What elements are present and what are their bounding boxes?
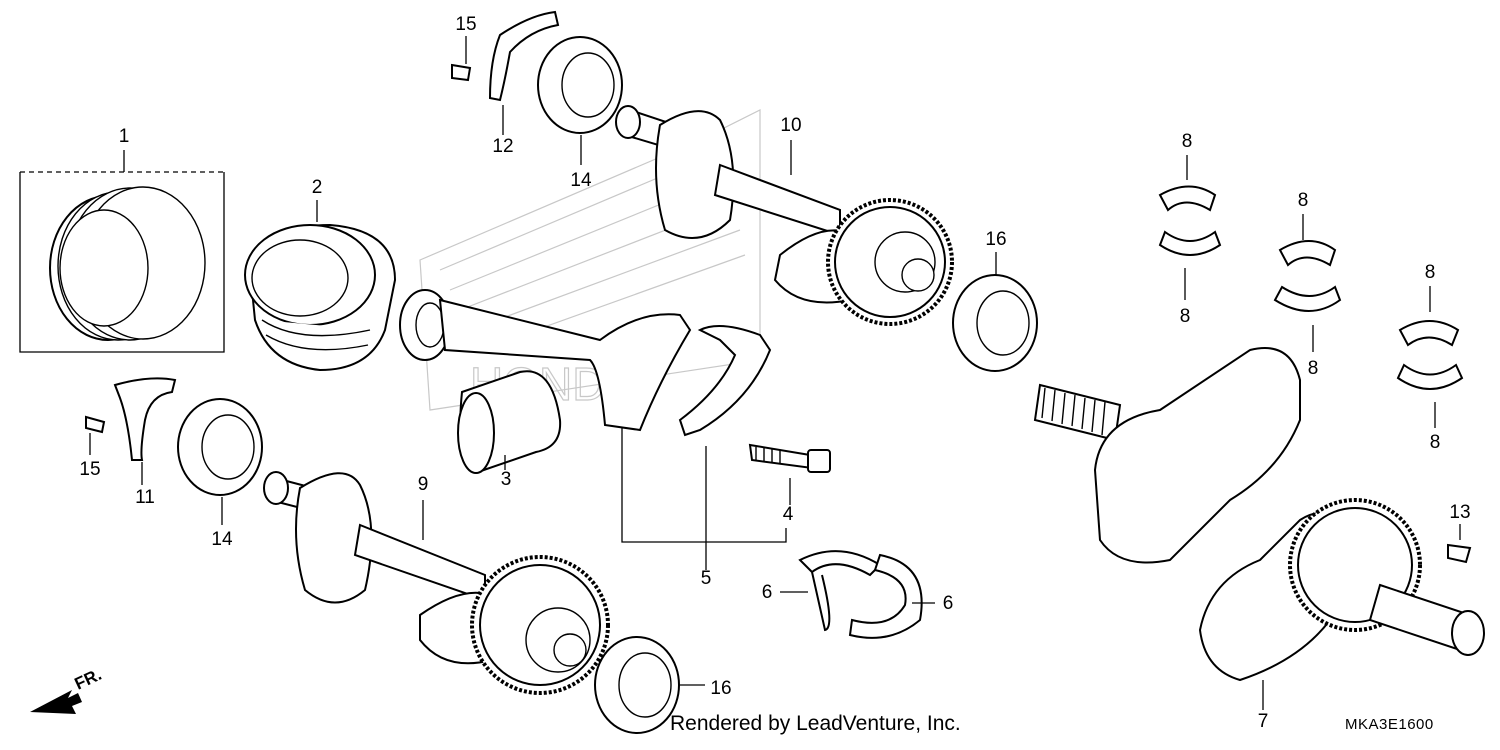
callout-16-bearing-upper-right[interactable]: 16 bbox=[985, 229, 1006, 250]
callout-6-rod-bearing-left[interactable]: 6 bbox=[762, 582, 773, 603]
callout-11-holder-plate-lower[interactable]: 11 bbox=[135, 487, 155, 508]
main-bearing-set-a[interactable] bbox=[1158, 155, 1222, 300]
callout-2-piston[interactable]: 2 bbox=[312, 177, 323, 198]
ball-bearing-upper[interactable] bbox=[537, 36, 623, 165]
callout-15-bolt-upper[interactable]: 15 bbox=[455, 14, 476, 35]
piston-ring-set[interactable] bbox=[19, 150, 225, 353]
holder-plate-upper[interactable] bbox=[488, 10, 560, 135]
front-direction-arrow-icon: FR. bbox=[30, 665, 105, 714]
rod-bolt[interactable] bbox=[748, 443, 831, 505]
callout-8-main-bearing-a-top[interactable]: 8 bbox=[1182, 131, 1193, 152]
callout-14-bearing-upper[interactable]: 14 bbox=[570, 170, 592, 191]
connecting-rod[interactable] bbox=[399, 289, 787, 570]
callout-8-main-bearing-a-bottom[interactable]: 8 bbox=[1180, 306, 1191, 327]
callout-9-balancer-shaft-lower[interactable]: 9 bbox=[418, 474, 429, 495]
callout-8-main-bearing-c-bottom[interactable]: 8 bbox=[1430, 432, 1441, 453]
callout-8-main-bearing-b-top[interactable]: 8 bbox=[1298, 190, 1309, 211]
callout-8-main-bearing-c-top[interactable]: 8 bbox=[1425, 262, 1436, 283]
crankshaft[interactable] bbox=[1033, 347, 1485, 710]
callout-15-bolt-lower[interactable]: 15 bbox=[79, 459, 100, 480]
front-direction-label: FR. bbox=[72, 665, 105, 694]
callout-1-piston-ring-set[interactable]: 1 bbox=[119, 126, 130, 147]
diagram-code: MKA3E1600 bbox=[1345, 716, 1434, 733]
callout-3-piston-pin[interactable]: 3 bbox=[501, 469, 512, 490]
callout-5-connecting-rod[interactable]: 5 bbox=[701, 568, 712, 589]
roller-bearing-upper-right[interactable] bbox=[952, 252, 1038, 372]
bolt-lower[interactable] bbox=[85, 415, 106, 455]
holder-plate-lower[interactable] bbox=[113, 377, 177, 485]
piston-pin[interactable] bbox=[457, 370, 562, 474]
callout-4-rod-bolt[interactable]: 4 bbox=[783, 504, 794, 525]
callout-13-woodruff-key[interactable]: 13 bbox=[1449, 502, 1470, 523]
balancer-shaft-upper[interactable] bbox=[615, 105, 954, 326]
callout-12-holder-plate-upper[interactable]: 12 bbox=[492, 136, 513, 157]
callout-7-crankshaft[interactable]: 7 bbox=[1258, 711, 1269, 732]
balancer-shaft-lower[interactable] bbox=[263, 471, 610, 695]
roller-bearing-lower-right[interactable] bbox=[594, 636, 705, 734]
main-bearing-set-b[interactable] bbox=[1273, 214, 1342, 352]
ball-bearing-lower[interactable] bbox=[177, 398, 263, 525]
callout-8-main-bearing-b-bottom[interactable]: 8 bbox=[1308, 358, 1319, 379]
footer-credit: Rendered by LeadVenture, Inc. bbox=[670, 712, 961, 735]
rod-bearing-pair[interactable] bbox=[780, 550, 935, 639]
piston[interactable] bbox=[244, 200, 397, 372]
callout-10-balancer-shaft-upper[interactable]: 10 bbox=[780, 115, 801, 136]
woodruff-key[interactable] bbox=[1447, 524, 1472, 564]
callout-14-bearing-lower[interactable]: 14 bbox=[211, 529, 233, 550]
callout-16-bearing-lower-right[interactable]: 16 bbox=[710, 678, 731, 699]
callout-6-rod-bearing-right[interactable]: 6 bbox=[943, 593, 954, 614]
main-bearing-set-c[interactable] bbox=[1396, 286, 1464, 428]
bolt-upper[interactable] bbox=[451, 36, 472, 82]
